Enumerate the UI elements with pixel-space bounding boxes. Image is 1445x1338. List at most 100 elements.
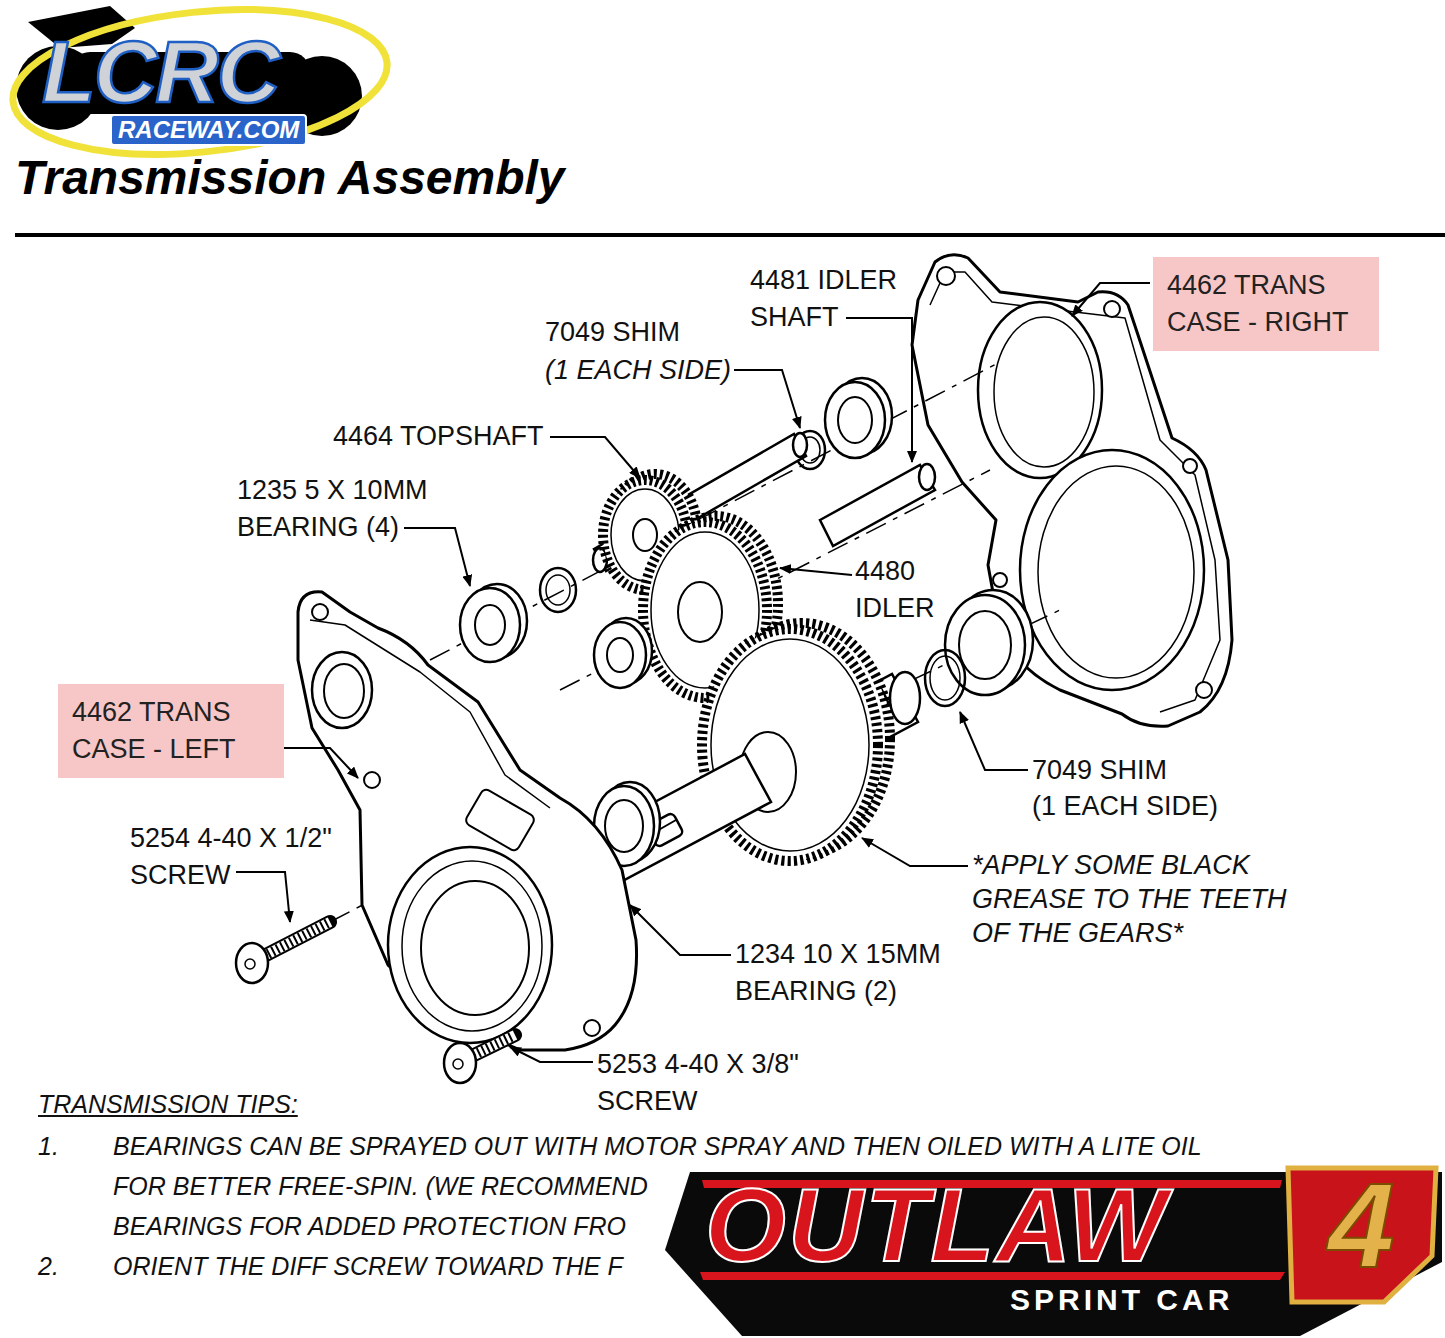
left-case — [312, 604, 328, 620]
lcrc-logo — [6, 0, 395, 171]
case-callout-box: 4462 TRANS CASE - LEFT — [58, 684, 284, 778]
spur-gear — [702, 629, 878, 861]
right-case — [937, 267, 955, 285]
bearing — [605, 800, 643, 852]
part-label: 1234 10 X 15MM BEARING (2) — [735, 936, 950, 1010]
part-label: (1 EACH SIDE) — [545, 352, 731, 389]
leader-line — [1072, 283, 1150, 316]
outlaw-logo — [665, 1168, 1442, 1336]
spur-gear — [702, 623, 890, 861]
logo-text: 4 — [1328, 1160, 1395, 1290]
idler-shaft — [820, 465, 935, 546]
left-case — [324, 664, 364, 718]
tip-text: BEARINGS CAN BE SPRAYED OUT WITH MOTOR S… — [113, 1130, 1202, 1162]
tip-number: 1. — [38, 1130, 59, 1162]
tip-number: 2. — [38, 1250, 59, 1282]
shim — [540, 568, 576, 612]
part-label: 4462 TRANS CASE - LEFT — [72, 694, 270, 768]
bearing — [607, 638, 633, 672]
leader-line — [630, 905, 731, 955]
bearing — [460, 584, 527, 662]
right-case — [1038, 466, 1194, 678]
tip-text: ORIENT THE DIFF SCREW TOWARD THE F — [113, 1250, 623, 1282]
shim — [930, 656, 960, 700]
screw — [262, 922, 330, 957]
idler-gear — [678, 582, 722, 642]
part-label: 1235 5 X 10MM BEARING (4) — [237, 472, 452, 546]
idler-shaft — [820, 464, 935, 546]
bearing — [838, 397, 872, 443]
left-case — [464, 788, 536, 853]
screw — [472, 1035, 515, 1056]
leader-line — [404, 528, 470, 586]
leader-line — [862, 838, 968, 866]
tips-heading: TRANSMISSION TIPS: — [38, 1088, 298, 1120]
part-label: 7049 SHIM — [1032, 752, 1167, 789]
left-case — [402, 861, 542, 1031]
shim — [540, 568, 576, 612]
part-label: (1 EACH SIDE) — [1032, 788, 1218, 825]
diff-shaft — [890, 672, 920, 724]
topshaft — [793, 433, 807, 457]
screw — [236, 922, 515, 1083]
left-case — [298, 592, 637, 1050]
left-case — [388, 847, 552, 1043]
bearing — [594, 618, 652, 688]
part-label: 5254 4-40 X 1/2" SCREW — [130, 820, 360, 894]
left-case — [312, 652, 372, 728]
logo-text: LCRC — [42, 22, 278, 122]
shim — [925, 650, 965, 706]
screw — [444, 1043, 476, 1083]
right-case — [1020, 450, 1204, 690]
bearing — [475, 605, 505, 645]
logo-text: RACEWAY.COM — [110, 114, 307, 146]
page-title: Transmission Assembly — [15, 150, 565, 205]
logo-text: SPRINT CAR — [1010, 1282, 1233, 1318]
part-label: 5253 4-40 X 3/8" SCREW — [597, 1046, 827, 1120]
bearing — [945, 590, 1033, 695]
leader-line — [960, 712, 1028, 770]
bearing — [959, 611, 1011, 679]
part-label: 4480 IDLER — [855, 553, 955, 627]
screw — [236, 943, 268, 983]
tip-text: FOR BETTER FREE-SPIN. (WE RECOMMEND — [113, 1170, 648, 1202]
right-case — [1104, 301, 1120, 317]
right-case — [978, 302, 1102, 478]
case-callout-box: 4462 TRANS CASE - RIGHT — [1153, 257, 1379, 351]
shim — [546, 575, 570, 605]
left-case — [298, 592, 637, 1050]
part-label: 7049 SHIM — [545, 314, 680, 351]
leader-line — [780, 568, 852, 575]
bearing — [825, 378, 892, 458]
part-label: 4462 TRANS CASE - RIGHT — [1167, 267, 1365, 341]
leader-line — [846, 318, 912, 462]
screw — [453, 1059, 463, 1069]
bearing — [825, 382, 885, 458]
left-case — [584, 1020, 600, 1036]
screw — [245, 959, 255, 969]
screw — [472, 1035, 515, 1056]
left-case — [421, 881, 529, 1015]
part-label: 4481 IDLER SHAFT — [750, 262, 940, 336]
screw — [262, 922, 330, 957]
leader-line — [550, 437, 640, 478]
callout-note: *APPLY SOME BLACK GREASE TO THE TEETH OF… — [972, 848, 1307, 950]
right-case — [1196, 682, 1212, 698]
leader-line — [280, 748, 358, 778]
leader-line — [236, 872, 290, 922]
right-case — [993, 573, 1007, 587]
part-label: 4464 TOPSHAFT — [333, 418, 544, 455]
left-case — [364, 772, 380, 788]
shim — [925, 650, 965, 706]
right-case — [1183, 459, 1197, 473]
screw — [478, 1036, 513, 1053]
tip-text: BEARINGS FOR ADDED PROTECTION FRO — [113, 1210, 626, 1242]
lcrc-logo — [6, 0, 395, 171]
topshaft — [633, 519, 657, 551]
screw — [268, 923, 328, 954]
bearing — [460, 588, 520, 662]
bearing — [594, 622, 646, 688]
bearing — [945, 595, 1025, 695]
leader-line — [734, 370, 800, 428]
